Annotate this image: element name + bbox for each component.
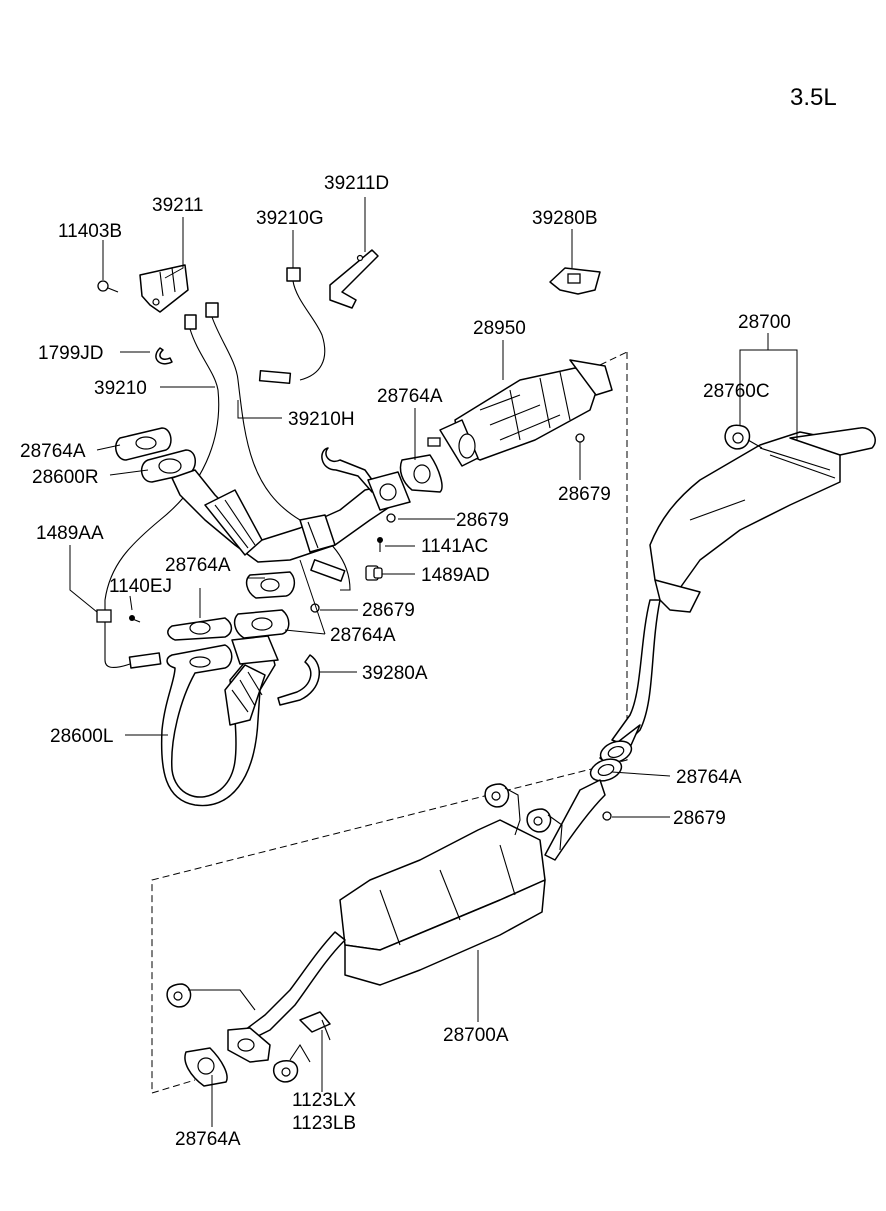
part-label-39210H: 39210H — [288, 409, 355, 430]
part-label-28600L: 28600L — [50, 726, 113, 747]
oxygen-sensor-icon — [258, 267, 326, 385]
part-label-28600R: 28600R — [32, 467, 99, 488]
part-labels: 11403B 39211 39210G 39211D 39280B 28700 … — [20, 173, 791, 1150]
gasket-icon — [227, 1027, 271, 1063]
bracket-icon — [277, 654, 320, 706]
gasket-icon — [184, 1047, 228, 1087]
clip-icon — [155, 347, 173, 365]
bolt-icon — [377, 537, 383, 552]
gasket-icon — [399, 454, 443, 493]
part-label-39211D: 39211D — [324, 173, 389, 194]
part-label-28764A-mid2: 28764A — [330, 625, 396, 646]
part-label-28679-right: 28679 — [673, 808, 726, 829]
hanger-icon — [484, 783, 521, 836]
engine-size-label: 3.5L — [790, 84, 837, 111]
part-label-39211: 39211 — [152, 195, 203, 216]
part-label-28764A-mid: 28764A — [165, 555, 231, 576]
part-label-28700A: 28700A — [443, 1025, 509, 1046]
part-label-28764A-bottom: 28764A — [175, 1129, 241, 1150]
part-label-1799JD: 1799JD — [38, 343, 104, 364]
bolt-icon — [365, 565, 383, 581]
part-label-28679-cat: 28679 — [558, 484, 611, 505]
part-label-39210G: 39210G — [256, 208, 324, 229]
part-label-1123LX: 1123LX — [292, 1090, 356, 1111]
gasket-icon — [233, 609, 290, 639]
gasket-icon — [599, 740, 633, 764]
exhaust-manifold-icon — [160, 635, 279, 807]
muffler-icon — [244, 779, 606, 1041]
bolt-icon — [97, 280, 119, 293]
gasket-icon — [367, 471, 411, 511]
group-outline — [151, 351, 628, 1094]
catalytic-converter-icon — [427, 359, 613, 467]
gasket-icon — [245, 571, 296, 599]
bracket-icon — [139, 264, 189, 313]
bolt-icon — [386, 513, 396, 523]
part-label-28950: 28950 — [473, 318, 526, 339]
bolt-icon — [299, 1011, 331, 1041]
hanger-icon — [526, 808, 563, 851]
part-label-1140EJ: 1140EJ — [109, 576, 172, 597]
gasket-icon — [589, 758, 623, 782]
bolt-icon — [575, 433, 585, 443]
hanger-icon — [166, 983, 256, 1011]
part-label-28764A-top: 28764A — [377, 386, 443, 407]
part-label-28760C: 28760C — [703, 381, 770, 402]
part-label-11403B: 11403B — [58, 221, 122, 242]
part-label-28764A-left: 28764A — [20, 441, 86, 462]
muffler-icon — [599, 427, 876, 769]
part-label-1123LB: 1123LB — [292, 1113, 356, 1134]
part-label-1141AC: 1141AC — [421, 536, 488, 557]
part-label-39280B: 39280B — [532, 208, 598, 229]
clip-icon — [96, 609, 112, 623]
bolt-icon — [602, 811, 612, 821]
part-label-28679-mid: 28679 — [362, 600, 415, 621]
gasket-icon — [115, 427, 172, 461]
leader-lines — [69, 197, 798, 1127]
oxygen-sensor-icon — [104, 314, 220, 669]
gasket-icon — [167, 617, 233, 641]
part-label-28764A-right: 28764A — [676, 767, 742, 788]
hanger-icon — [724, 424, 763, 450]
bracket-icon — [549, 267, 601, 295]
part-label-28700: 28700 — [738, 312, 791, 333]
bolt-icon — [129, 615, 141, 623]
part-label-39280A: 39280A — [362, 663, 428, 684]
part-label-39210: 39210 — [94, 378, 147, 399]
oxygen-sensor-icon — [205, 302, 351, 591]
hanger-icon — [273, 1043, 311, 1083]
part-label-28679-flange: 28679 — [456, 510, 509, 531]
part-label-1489AD: 1489AD — [421, 565, 490, 586]
bracket-icon — [329, 249, 379, 309]
part-label-1489AA: 1489AA — [36, 523, 104, 544]
